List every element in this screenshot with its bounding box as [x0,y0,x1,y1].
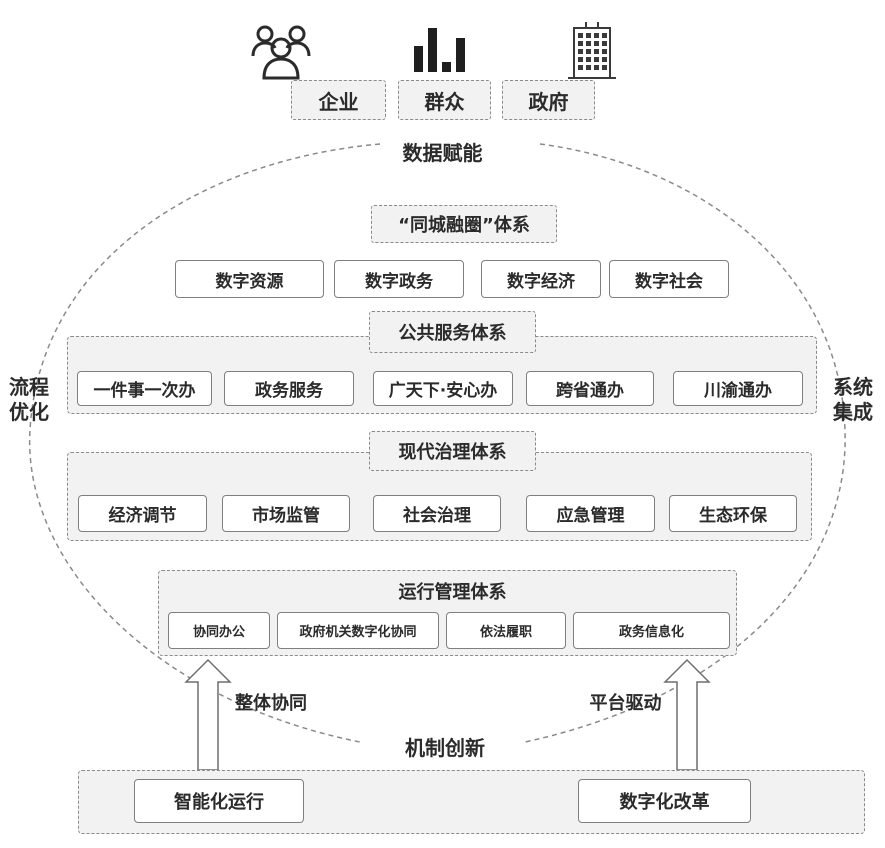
governance-item: 应急管理 [526,495,655,532]
governance-item: 生态环保 [669,495,797,532]
public-service-title: 公共服务体系 [369,311,536,353]
stakeholder-government: 政府 [502,80,595,120]
operation-item: 政务信息化 [573,612,730,649]
public-service-item: 川渝通办 [673,371,803,406]
side-label-left-line2: 优化 [9,400,49,424]
bottom-right-box: 数字化改革 [578,779,751,823]
left-arrow-label: 整体协同 [235,693,307,714]
stakeholder-public: 群众 [398,80,491,120]
right-arrow-label: 平台驱动 [589,693,662,714]
public-service-item: 一件事一次办 [77,371,212,406]
public-service-item: 广天下·安心办 [373,371,513,406]
bottom-left-box: 智能化运行 [134,779,304,823]
governance-item: 市场监管 [222,495,350,532]
tongcheng-item: 数字政务 [334,260,464,298]
data-empowerment-caption: 数据赋能 [402,140,483,165]
side-label-left: 流程 优化 [6,375,52,425]
governance-item: 经济调节 [78,495,207,532]
side-label-right-line2: 集成 [833,400,873,424]
side-label-right: 系统 集成 [830,375,876,425]
bar-chart-icon [414,28,465,72]
public-service-item: 跨省通办 [526,371,654,406]
side-label-left-line1: 流程 [9,375,49,399]
tongcheng-item: 数字社会 [609,260,729,298]
operation-item: 依法履职 [446,612,566,649]
operation-item: 协同办公 [168,612,270,649]
operation-item: 政府机关数字化协同 [277,612,439,649]
governance-title: 现代治理体系 [369,431,536,471]
operation-title: 运行管理体系 [398,582,507,603]
side-label-right-line1: 系统 [833,375,873,399]
public-service-item: 政务服务 [224,371,354,406]
tongcheng-item: 数字资源 [175,260,324,298]
building-icon [568,22,616,79]
tongcheng-title: “同城融圈”体系 [371,205,557,243]
up-arrow-left [184,658,232,771]
stakeholder-enterprise: 企业 [291,80,386,120]
tongcheng-item: 数字经济 [481,260,601,298]
mechanism-innovation-caption: 机制创新 [405,735,485,760]
governance-item: 社会治理 [373,495,501,532]
people-icon [251,25,311,80]
up-arrow-right [663,658,711,771]
